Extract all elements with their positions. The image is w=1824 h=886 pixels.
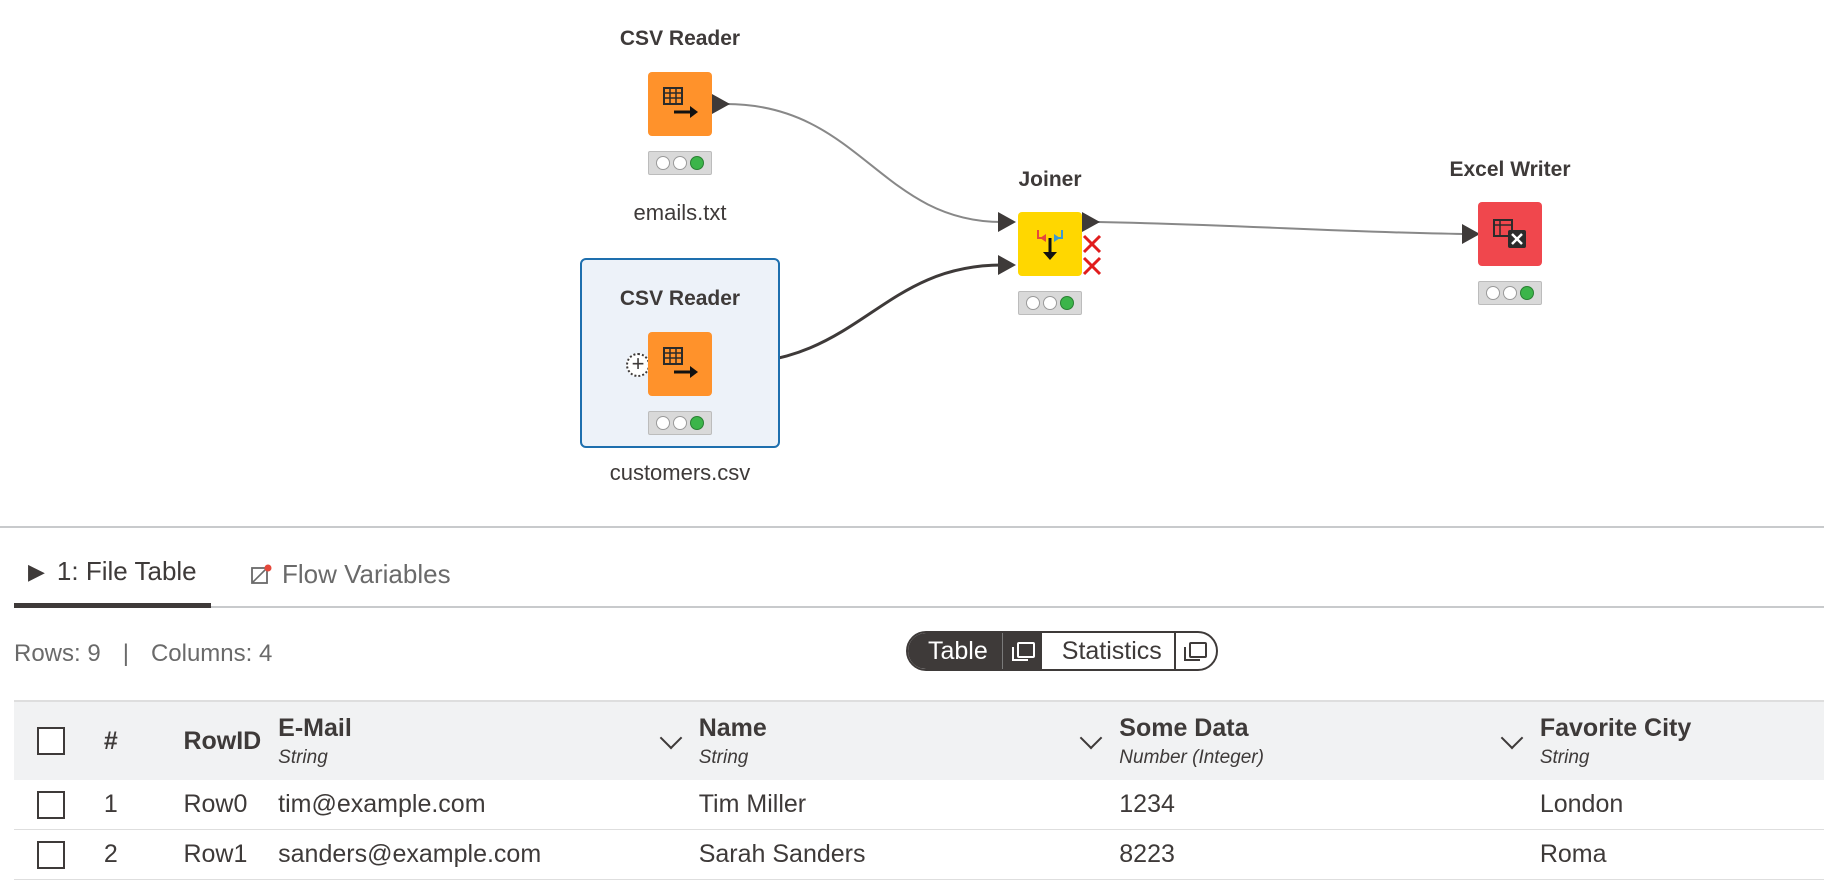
row-index: 1 — [103, 790, 118, 818]
header-index: # — [103, 726, 118, 755]
data-table: # RowID E-Mail String Name String Some D… — [14, 700, 1824, 880]
row-select-cell — [14, 780, 88, 829]
header-name-type: String — [698, 746, 749, 768]
header-email[interactable]: E-Mail String — [278, 702, 699, 780]
workflow-canvas[interactable]: CSV Reader emails.txt CSV Reader + custo… — [0, 0, 1824, 526]
table-row[interactable]: 2 Row1 sanders@example.com Sarah Sanders… — [14, 830, 1824, 880]
node-csv-reader-2[interactable] — [648, 332, 712, 396]
inactive-port-x-icon[interactable] — [1082, 234, 1102, 276]
node-label-csv-reader-2[interactable]: customers.csv — [609, 460, 751, 485]
cell-favorite-city[interactable]: Roma — [1539, 840, 1607, 868]
header-some-data-name: Some Data — [1119, 713, 1249, 742]
node-csv-reader-1[interactable] — [648, 72, 712, 136]
cell-email[interactable]: sanders@example.com — [278, 840, 542, 868]
add-port-icon[interactable]: + — [626, 353, 650, 377]
header-rowid[interactable]: RowID — [183, 726, 262, 755]
connection-joiner-excel[interactable] — [1097, 221, 1465, 235]
input-port-joiner-bottom[interactable] — [998, 255, 1016, 275]
node-status-joiner — [1018, 291, 1082, 315]
join-icon — [1037, 230, 1063, 260]
header-some-data[interactable]: Some Data Number (Integer) — [1119, 702, 1540, 780]
open-statistics-window-icon[interactable] — [1173, 633, 1212, 669]
tab-file-table[interactable]: ▶ 1: File Table — [14, 540, 211, 608]
node-status-csv-reader-1 — [648, 151, 712, 175]
output-tabs: ▶ 1: File Table Flow Variables — [14, 540, 1824, 608]
play-icon: ▶ — [28, 558, 45, 584]
view-toggle: Table Statistics — [906, 631, 1218, 671]
node-title-excel-writer[interactable]: Excel Writer — [1449, 158, 1571, 181]
node-excel-writer[interactable] — [1478, 202, 1542, 266]
header-some-data-type: Number (Integer) — [1119, 746, 1264, 768]
header-name-name: Name — [698, 713, 767, 742]
node-status-csv-reader-2 — [648, 411, 712, 435]
cell-some-data[interactable]: 8223 — [1119, 840, 1175, 868]
input-port-excel[interactable] — [1462, 224, 1480, 244]
cell-name[interactable]: Tim Miller — [698, 790, 807, 818]
excel-write-icon — [1493, 219, 1526, 248]
row-checkbox[interactable] — [36, 840, 65, 869]
tab-flow-variables[interactable]: Flow Variables — [250, 540, 451, 608]
node-title-csv-reader-2[interactable]: CSV Reader — [619, 287, 741, 310]
chevron-down-icon[interactable] — [1079, 726, 1103, 750]
table-read-icon — [663, 87, 698, 118]
header-favorite-city-type: String — [1539, 746, 1590, 768]
header-favorite-city-name: Favorite City — [1539, 713, 1692, 742]
header-email-type: String — [278, 746, 328, 768]
toggle-table[interactable]: Table — [908, 633, 1002, 669]
node-title-csv-reader-1[interactable]: CSV Reader — [619, 27, 741, 50]
row-select-cell — [14, 830, 88, 879]
table-header: # RowID E-Mail String Name String Some D… — [14, 700, 1824, 780]
table-row[interactable]: 1 Row0 tim@example.com Tim Miller 1234 L… — [14, 780, 1824, 830]
cell-some-data[interactable]: 1234 — [1119, 790, 1175, 818]
select-all-checkbox[interactable] — [36, 727, 65, 755]
row-id: Row0 — [183, 790, 248, 818]
row-count: Rows: 9 — [14, 640, 101, 667]
row-index: 2 — [103, 840, 118, 868]
output-port-csv1[interactable] — [712, 94, 730, 114]
connection-csv1-joiner[interactable] — [725, 103, 1003, 223]
table-read-icon — [663, 347, 698, 378]
panel-divider[interactable] — [0, 526, 1824, 528]
tab-file-table-label: 1: File Table — [56, 556, 197, 586]
table-meta: Rows: 9 | Columns: 4 — [14, 640, 272, 668]
row-id: Row1 — [183, 840, 248, 868]
cell-email[interactable]: tim@example.com — [278, 790, 486, 818]
input-port-joiner-top[interactable] — [998, 212, 1016, 232]
chevron-down-icon[interactable] — [659, 726, 683, 750]
connection-layer — [712, 94, 1480, 374]
column-count: Columns: 4 — [150, 640, 273, 667]
cell-favorite-city[interactable]: London — [1539, 790, 1624, 818]
open-table-window-icon[interactable] — [1001, 633, 1042, 669]
output-port-joiner[interactable] — [1082, 212, 1100, 232]
toggle-statistics[interactable]: Statistics — [1061, 636, 1162, 665]
row-checkbox[interactable] — [36, 790, 65, 819]
header-email-name: E-Mail — [278, 713, 352, 742]
node-title-joiner[interactable]: Joiner — [1018, 168, 1082, 191]
select-all-cell — [14, 702, 88, 780]
tab-flow-variables-label: Flow Variables — [282, 558, 451, 589]
flow-variable-icon — [250, 564, 272, 584]
chevron-down-icon[interactable] — [1500, 726, 1524, 750]
header-favorite-city[interactable]: Favorite City String — [1540, 702, 1824, 780]
header-name[interactable]: Name String — [699, 702, 1120, 780]
cell-name[interactable]: Sarah Sanders — [698, 840, 866, 868]
meta-separator: | — [122, 640, 129, 667]
node-status-excel-writer — [1478, 281, 1542, 305]
node-label-csv-reader-1[interactable]: emails.txt — [633, 200, 727, 225]
node-joiner[interactable] — [1018, 212, 1082, 276]
